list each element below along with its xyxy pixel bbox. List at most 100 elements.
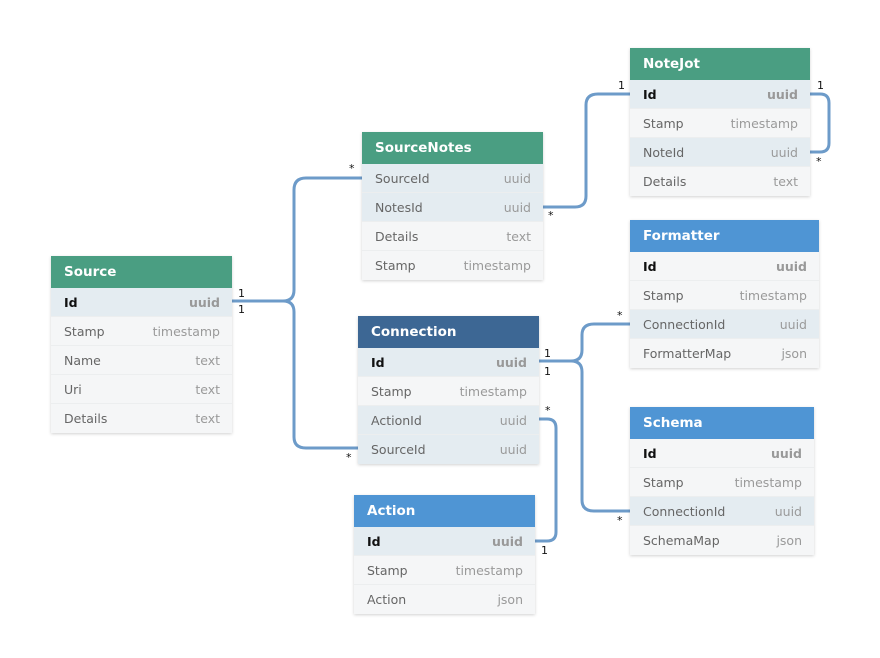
- cardinality-many: *: [346, 451, 352, 464]
- field-name: Details: [375, 229, 419, 244]
- table-row[interactable]: ConnectionId uuid: [630, 497, 814, 526]
- link-source-sourcenotes: [232, 176, 362, 303]
- field-type: timestamp: [739, 288, 807, 303]
- field-name: Stamp: [643, 116, 684, 131]
- field-type: uuid: [503, 200, 531, 215]
- field-type: json: [776, 533, 802, 548]
- table-title: Source: [51, 256, 232, 288]
- table-row[interactable]: Details text: [51, 404, 232, 433]
- link-connection-schema: [539, 359, 630, 513]
- field-type: timestamp: [734, 475, 802, 490]
- field-type: uuid: [503, 171, 531, 186]
- table-title: Schema: [630, 407, 814, 439]
- field-name: Stamp: [643, 475, 684, 490]
- table-formatter[interactable]: Formatter Id uuid Stamp timestamp Connecti…: [630, 220, 819, 368]
- field-name: Id: [643, 446, 657, 461]
- field-type: timestamp: [152, 324, 220, 339]
- table-row[interactable]: ConnectionId uuid: [630, 310, 819, 339]
- field-name: Stamp: [643, 288, 684, 303]
- field-name: FormatterMap: [643, 346, 732, 361]
- table-row[interactable]: SourceId uuid: [362, 164, 543, 193]
- field-type: json: [781, 346, 807, 361]
- field-name: Stamp: [64, 324, 105, 339]
- table-row[interactable]: Stamp timestamp: [630, 468, 814, 497]
- field-name: Name: [64, 353, 101, 368]
- link-connection-formatter: [539, 322, 630, 363]
- field-type: text: [195, 353, 220, 368]
- table-title: Action: [354, 495, 535, 527]
- table-title: Connection: [358, 316, 539, 348]
- field-name: Stamp: [367, 563, 408, 578]
- cardinality-one: 1: [817, 79, 824, 92]
- cardinality-many: *: [617, 309, 623, 322]
- field-name: ConnectionId: [643, 504, 726, 519]
- link-connection-action: [535, 417, 558, 543]
- table-title: SourceNotes: [362, 132, 543, 164]
- table-title: NoteJot: [630, 48, 810, 80]
- field-type: text: [195, 411, 220, 426]
- table-row[interactable]: Stamp timestamp: [51, 317, 232, 346]
- table-row[interactable]: FormatterMap json: [630, 339, 819, 368]
- cardinality-one: 1: [238, 287, 245, 300]
- field-type: uuid: [499, 442, 527, 457]
- field-name: Details: [64, 411, 108, 426]
- link-sourcenotes-notejot: [543, 92, 630, 209]
- cardinality-one: 1: [544, 365, 551, 378]
- table-row[interactable]: Stamp timestamp: [354, 556, 535, 585]
- field-type: uuid: [770, 446, 802, 461]
- field-name: ConnectionId: [643, 317, 726, 332]
- cardinality-one: 1: [544, 347, 551, 360]
- field-type: timestamp: [455, 563, 523, 578]
- field-type: uuid: [774, 504, 802, 519]
- link-source-connection: [232, 299, 358, 450]
- field-name: Stamp: [375, 258, 416, 273]
- link-notejot-self: [810, 92, 831, 154]
- table-row[interactable]: Name text: [51, 346, 232, 375]
- field-type: uuid: [779, 317, 807, 332]
- field-type: uuid: [495, 355, 527, 370]
- field-type: uuid: [775, 259, 807, 274]
- field-type: json: [497, 592, 523, 607]
- field-name: Id: [367, 534, 381, 549]
- table-row[interactable]: Id uuid: [630, 252, 819, 281]
- field-name: Id: [643, 259, 657, 274]
- cardinality-many: *: [816, 155, 822, 168]
- field-type: text: [195, 382, 220, 397]
- field-type: timestamp: [463, 258, 531, 273]
- table-row[interactable]: Id uuid: [630, 439, 814, 468]
- field-name: SourceId: [375, 171, 430, 186]
- field-type: uuid: [766, 87, 798, 102]
- cardinality-one: 1: [541, 544, 548, 557]
- field-name: Details: [643, 174, 687, 189]
- cardinality-many: *: [349, 162, 355, 175]
- field-name: NoteId: [643, 145, 685, 160]
- table-schema[interactable]: Schema Id uuid Stamp timestamp ConnectionI…: [630, 407, 814, 555]
- table-row[interactable]: Stamp timestamp: [362, 251, 543, 280]
- table-row[interactable]: Stamp timestamp: [630, 281, 819, 310]
- field-name: Id: [64, 295, 78, 310]
- field-type: timestamp: [459, 384, 527, 399]
- cardinality-one: 1: [618, 79, 625, 92]
- table-title: Formatter: [630, 220, 819, 252]
